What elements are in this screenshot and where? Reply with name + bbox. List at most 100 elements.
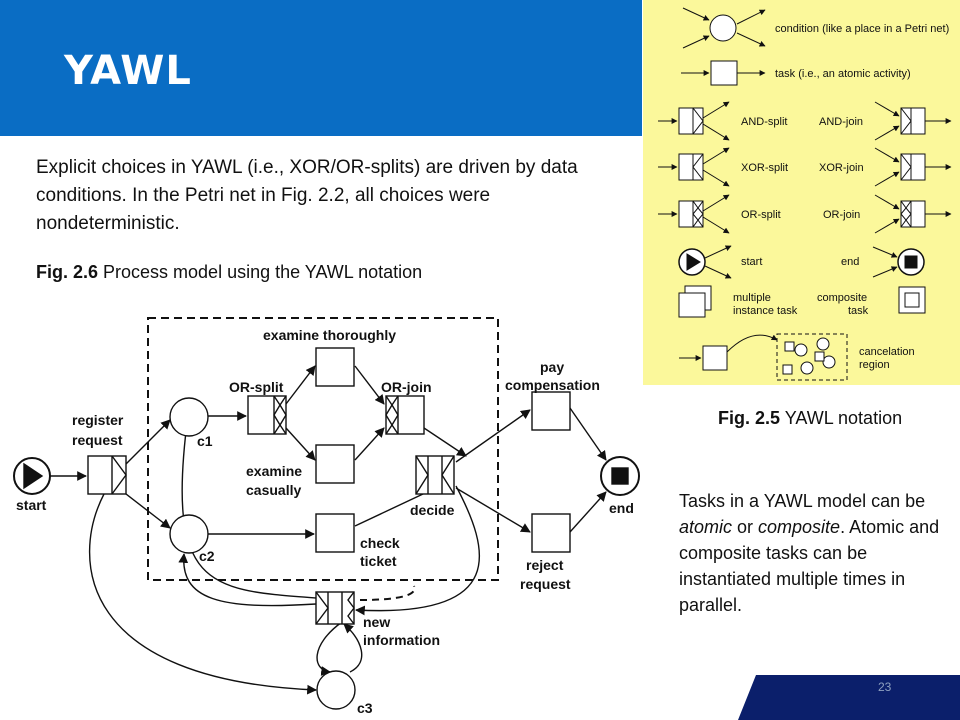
label-xor-split: XOR-split: [741, 162, 788, 174]
footer-bar: [738, 675, 960, 720]
condition-symbol: [682, 7, 766, 49]
label-or-split: OR-split: [229, 379, 284, 395]
label-end: end: [609, 500, 634, 516]
label-c2: c2: [199, 548, 215, 564]
label-register-2: request: [72, 432, 123, 448]
new-information-task: [315, 591, 355, 625]
examine-casually-task: [315, 444, 355, 484]
or-join-symbol: [874, 194, 952, 234]
arc-orjoin-decide: [423, 427, 467, 457]
fig-2-5-text: YAWL notation: [780, 408, 903, 428]
multiple-instance-symbol: [678, 285, 712, 318]
label-composite-1: composite: [817, 292, 867, 304]
label-or-join: OR-join: [823, 209, 860, 221]
side-text-atomic: atomic: [679, 517, 733, 537]
condition-c1: [169, 397, 209, 437]
decide-task: [415, 455, 455, 495]
fig-2-5-caption: Fig. 2.5 YAWL notation: [718, 408, 902, 429]
cancel-link: [359, 585, 416, 601]
label-examine-thoroughly: examine thoroughly: [263, 327, 396, 343]
process-model-diagram: start end register request c1 c2 c3 exam…: [13, 317, 640, 716]
arc-orsplit-examine-casually: [285, 427, 316, 461]
cancelation-region-symbol: [679, 333, 848, 381]
pay-compensation-task: [531, 391, 571, 431]
label-end: end: [841, 256, 859, 268]
arc-decide-reject: [455, 487, 531, 533]
label-register-1: register: [72, 412, 124, 428]
arc-examine-thoroughly-orjoin: [354, 365, 385, 405]
or-split-symbol: [658, 194, 730, 234]
page-number: 23: [878, 680, 892, 694]
label-task: task (i.e., an atomic activity): [775, 68, 911, 80]
label-multiple-2: instance task: [733, 305, 798, 317]
cancelation-region: [147, 317, 499, 581]
task-symbol: [681, 60, 766, 86]
label-c1: c1: [197, 433, 213, 449]
arc-decide-new-information: [355, 485, 481, 616]
arc-register-c3: [88, 493, 317, 695]
label-cancel-1: cancelation: [859, 346, 915, 358]
label-or-split: OR-split: [741, 209, 781, 221]
check-ticket-task: [315, 513, 355, 553]
label-multiple-1: multiple: [733, 292, 771, 304]
intro-text: Explicit choices in YAWL (i.e., XOR/OR-s…: [36, 157, 578, 234]
label-cancel-2: region: [859, 359, 890, 371]
arc-new-information-c3: [316, 621, 343, 676]
label-and-split: AND-split: [741, 116, 787, 128]
label-pay-2: compensation: [505, 377, 600, 393]
yawl-notation-legend: condition (like a place in a Petri net) …: [643, 0, 960, 385]
or-split-task: [247, 395, 287, 435]
arc-new-information-c1: [181, 414, 317, 599]
arc-decide-pay: [455, 409, 531, 463]
side-text: Tasks in a YAWL model can be atomic or c…: [679, 488, 949, 618]
start-node: [13, 457, 51, 495]
label-new-2: information: [363, 632, 440, 648]
arc-c3-new-information: [343, 623, 363, 673]
side-text-part-2: or: [732, 517, 759, 537]
arc-register-c2: [125, 493, 171, 529]
label-examine-1: examine: [246, 463, 302, 479]
notation-svg: condition (like a place in a Petri net) …: [658, 7, 952, 381]
condition-c3: [316, 670, 356, 710]
side-text-part-3: . Atomic and composite tasks can be inst…: [679, 517, 940, 615]
arc-new-information-c2: [178, 553, 317, 607]
xor-join-symbol: [874, 147, 952, 187]
fig-2-6-caption: Fig. 2.6 Process model using the YAWL no…: [36, 262, 422, 283]
side-text-composite: composite: [758, 517, 841, 537]
fig-2-6-text: Process model using the YAWL notation: [98, 262, 423, 282]
label-reject-1: reject: [526, 557, 564, 573]
label-check-1: check: [360, 535, 400, 551]
arc-reject-end: [569, 491, 607, 533]
fig-2-6-number: Fig. 2.6: [36, 262, 99, 282]
and-split-symbol: [658, 101, 730, 141]
label-composite-2: task: [848, 305, 869, 317]
end-symbol: [872, 246, 925, 278]
label-or-join: OR-join: [381, 379, 432, 395]
arc-pay-end: [569, 407, 607, 461]
label-start: start: [16, 497, 47, 513]
examine-thoroughly-task: [315, 347, 355, 387]
label-new-1: new: [363, 614, 390, 630]
side-text-part-1: Tasks in a YAWL model can be: [679, 491, 926, 511]
label-c3: c3: [357, 700, 373, 716]
arc-register-c1: [125, 419, 171, 465]
label-reject-2: request: [520, 576, 571, 592]
label-pay-1: pay: [540, 359, 564, 375]
label-decide: decide: [410, 502, 455, 518]
and-join-symbol: [874, 101, 952, 141]
slide-title: YAWL: [64, 48, 192, 94]
label-xor-join: XOR-join: [819, 162, 864, 174]
fig-2-5-number: Fig. 2.5: [718, 408, 781, 428]
xor-split-symbol: [658, 147, 730, 187]
or-join-task: [385, 395, 425, 435]
register-request-task: [87, 455, 127, 495]
arc-orsplit-examine-thoroughly: [285, 365, 316, 405]
label-and-join: AND-join: [819, 116, 863, 128]
reject-request-task: [531, 513, 571, 553]
title-bar: YAWL: [0, 0, 642, 136]
label-start: start: [741, 256, 762, 268]
end-node: [600, 456, 640, 496]
label-examine-2: casually: [246, 482, 301, 498]
composite-symbol: [898, 286, 926, 314]
start-symbol: [678, 245, 732, 279]
